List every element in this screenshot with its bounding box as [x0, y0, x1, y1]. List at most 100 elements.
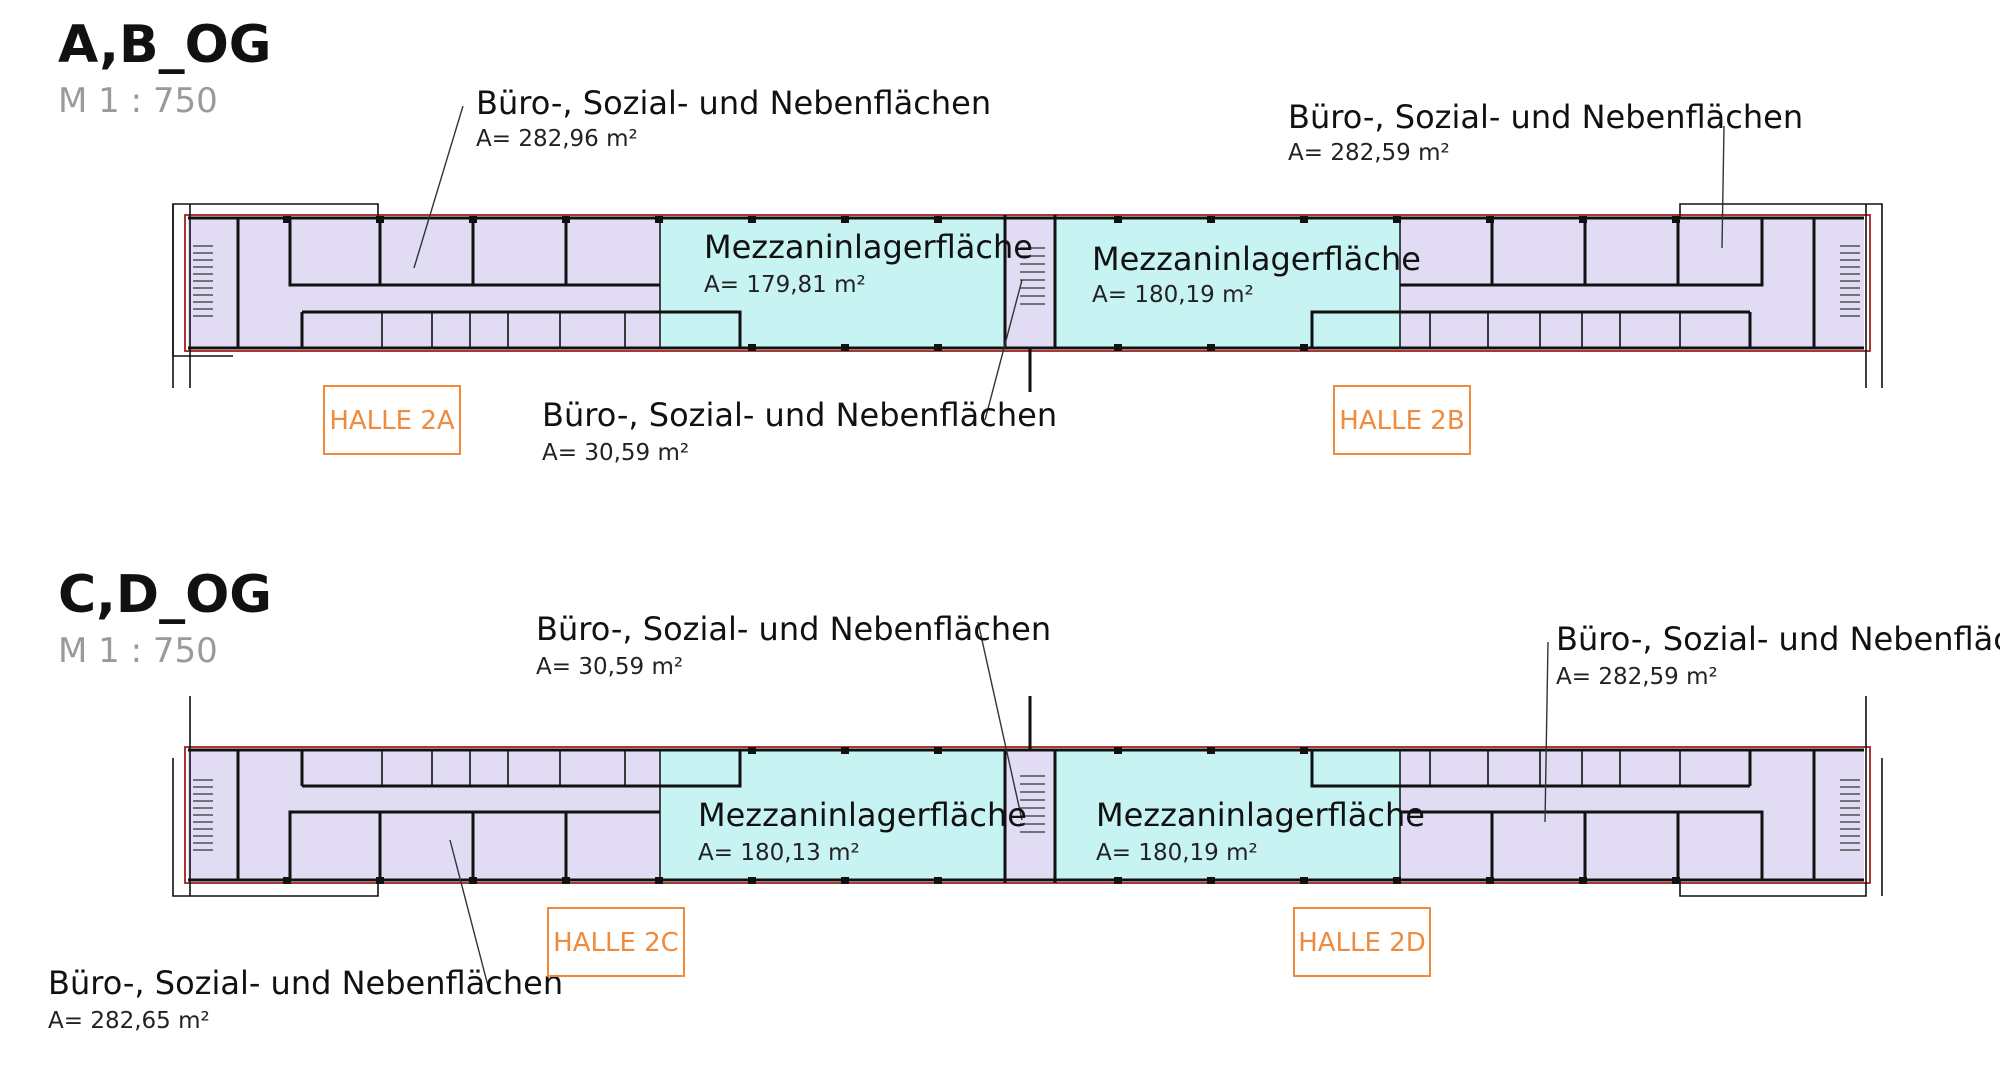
building-outline	[172, 696, 1883, 897]
stair-core-center	[1005, 218, 1055, 348]
mezzanine-area-2c	[659, 749, 1006, 881]
txt: HALLE 2B	[1339, 406, 1464, 436]
hall-box	[1293, 907, 1431, 977]
wall-right-end	[1679, 696, 1867, 897]
col	[376, 877, 384, 884]
room-label-office-right: Büro-, Sozial- und Nebenflächen A= 282,5…	[1556, 620, 2000, 690]
txt: A= 179,81 m²	[704, 272, 866, 298]
wall	[302, 310, 742, 348]
floor-plan-cd-og: C,D_OG M 1 : 750	[48, 565, 2000, 1034]
stair-center	[1020, 247, 1045, 305]
col	[1114, 344, 1122, 351]
txt: HALLE 2C	[553, 928, 679, 958]
col	[1672, 877, 1680, 884]
floor-scale: M 1 : 750	[58, 631, 218, 671]
columns	[283, 216, 1680, 351]
col	[562, 877, 570, 884]
wall	[288, 810, 660, 880]
leader-line	[1721, 125, 1725, 249]
floor-title: A,B_OG	[58, 15, 271, 75]
floor-scale: M 1 : 750	[58, 81, 218, 121]
txt: HALLE 2A	[329, 406, 455, 436]
wall-left-lower	[172, 758, 190, 897]
txt: Büro-, Sozial- und Nebenflächen	[476, 84, 991, 122]
hall-box	[547, 907, 685, 977]
col	[1486, 877, 1494, 884]
leader-line	[1544, 641, 1549, 823]
room-label-mezzanine-2b: Mezzaninlagerfläche A= 180,19 m²	[1092, 240, 1421, 308]
room-label-office-right: Büro-, Sozial- und Nebenflächen A= 282,5…	[1288, 98, 1803, 166]
txt: A= 180,19 m²	[1092, 282, 1254, 308]
col	[376, 216, 384, 223]
room-label-office-center: Büro-, Sozial- und Nebenflächen A= 30,59…	[536, 610, 1051, 680]
txt: Büro-, Sozial- und Nebenflächen	[536, 610, 1051, 648]
stair-left	[193, 245, 213, 317]
col	[1393, 877, 1401, 884]
leader-line	[977, 621, 1023, 821]
wall	[1310, 750, 1750, 788]
col	[748, 216, 756, 223]
floor-plan-ab-og: A,B_OG M 1 : 750	[58, 15, 1883, 466]
room-label-office-left: Büro-, Sozial- und Nebenflächen A= 282,6…	[48, 964, 563, 1034]
hall-box	[1333, 385, 1471, 455]
col	[469, 877, 477, 884]
col	[748, 877, 756, 884]
col	[841, 747, 849, 754]
hall-label-2c: HALLE 2C	[547, 907, 685, 977]
txt: Büro-, Sozial- und Nebenflächen	[48, 964, 563, 1002]
outline-red	[184, 214, 1871, 352]
wall	[288, 218, 660, 287]
floor-title: C,D_OG	[58, 565, 272, 625]
room-label-office-center: Büro-, Sozial- und Nebenflächen A= 30,59…	[542, 396, 1057, 466]
col	[841, 877, 849, 884]
col	[1672, 216, 1680, 223]
col	[1300, 216, 1308, 223]
col	[1486, 216, 1494, 223]
leader-line	[449, 839, 489, 987]
wall-right-end	[1679, 203, 1883, 388]
col	[1579, 216, 1587, 223]
office-area-left	[188, 218, 738, 348]
col	[1207, 344, 1215, 351]
col	[748, 344, 756, 351]
col	[1114, 216, 1122, 223]
col	[934, 747, 942, 754]
room-label-mezzanine-2c: Mezzaninlagerfläche A= 180,13 m²	[698, 796, 1027, 866]
txt: Mezzaninlagerfläche	[1092, 240, 1421, 278]
txt: Büro-, Sozial- und Nebenflächen	[1288, 98, 1803, 136]
txt: A= 282,65 m²	[48, 1008, 210, 1034]
col	[1114, 747, 1122, 754]
col	[934, 344, 942, 351]
col	[1393, 216, 1401, 223]
txt: HALLE 2D	[1298, 928, 1426, 958]
txt: A= 180,19 m²	[1096, 840, 1258, 866]
txt: Büro-, Sozial- und Nebenflächen	[542, 396, 1057, 434]
hall-label-2d: HALLE 2D	[1293, 907, 1431, 977]
col	[562, 216, 570, 223]
col	[748, 747, 756, 754]
col	[283, 216, 291, 223]
wall	[302, 750, 742, 788]
col	[1300, 344, 1308, 351]
hall-label-2b: HALLE 2B	[1333, 385, 1471, 455]
room-label-mezzanine-2d: Mezzaninlagerfläche A= 180,19 m²	[1096, 796, 1425, 866]
txt: A= 282,96 m²	[476, 126, 638, 152]
txt: A= 282,59 m²	[1556, 664, 1718, 690]
col	[841, 344, 849, 351]
wall	[1310, 310, 1750, 348]
txt: A= 180,13 m²	[698, 840, 860, 866]
hall-box	[323, 385, 461, 455]
col	[655, 216, 663, 223]
office-area-left	[188, 750, 738, 880]
stair-right	[1840, 779, 1860, 851]
col	[1207, 877, 1215, 884]
room-label-mezzanine-2a: Mezzaninlagerfläche A= 179,81 m²	[704, 228, 1033, 298]
col	[469, 216, 477, 223]
office-area-right	[1314, 750, 1864, 880]
wall	[1400, 218, 1764, 287]
building-outline	[172, 203, 1883, 392]
txt: A= 282,59 m²	[1288, 140, 1450, 166]
office-area-right	[1314, 218, 1864, 348]
stair-right	[1840, 245, 1860, 317]
wall-left-end	[189, 696, 379, 897]
